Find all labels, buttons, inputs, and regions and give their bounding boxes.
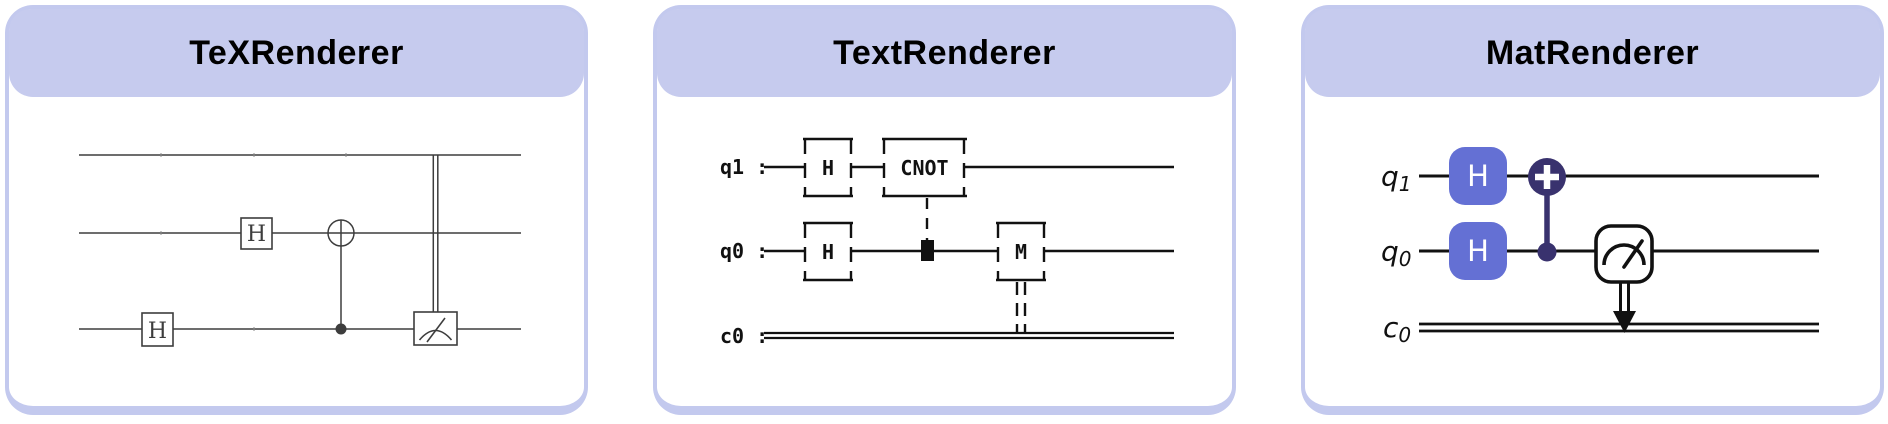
matrenderer-card: MatRenderer H H [1301,5,1884,415]
textrenderer-header: TextRenderer [657,9,1232,97]
tex-h-gate-middle-label: H [247,222,266,247]
text-wire-label-q1: q1 : [720,155,768,179]
texrenderer-title: TeXRenderer [189,33,404,72]
mat-meter-needle-icon [1622,239,1644,269]
matrenderer-title: MatRenderer [1485,33,1700,72]
textrenderer-card: TextRenderer [653,5,1236,415]
textrenderer-title: TextRenderer [833,33,1056,72]
text-control-square [921,240,934,261]
mat-measure-box [1594,224,1654,284]
text-cnot-gate-label: CNOT [900,156,948,180]
mat-h-gate-q0-label: H [1467,234,1489,268]
tex-meter-needle-icon [426,317,446,343]
mat-label-c0-sub: 0 [1398,323,1411,347]
mat-label-c0-base: c [1383,311,1399,344]
text-h-gate-q1-box [803,137,853,198]
tex-h-gate-bottom-box [141,312,174,347]
mat-h-gate-q1-box [1449,147,1507,205]
mat-wire-label-q0: q0 [1381,235,1412,271]
mat-h-gate-q0-box [1449,222,1507,280]
mat-label-q0-sub: 0 [1399,247,1412,271]
mat-label-q0-base: q [1381,235,1399,268]
mat-control-dot [1537,242,1557,262]
texrenderer-header: TeXRenderer [9,9,584,97]
tex-control-dot [335,323,347,335]
mat-measure-arrowhead-icon [1613,311,1636,333]
mat-wire-label-q1: q1 [1381,160,1412,196]
text-h-gate-q0-label: H [822,240,834,264]
matrenderer-header: MatRenderer [1305,9,1880,97]
text-h-gate-q0-box [803,221,853,282]
texrenderer-circuit: H H [79,153,521,347]
mat-h-gate-q1-label: H [1467,159,1489,193]
text-h-gate-q1-label: H [822,156,834,180]
mat-label-q1-sub: 1 [1399,172,1412,196]
mat-wire-label-c0: c0 [1383,311,1411,347]
matrenderer-circuit: H H q1 q0 c0 [1381,147,1819,347]
tex-h-gate-bottom-label: H [148,319,167,344]
mat-label-q1-base: q [1381,160,1399,193]
text-measure-label: M [1015,240,1027,264]
text-wire-label-c0: c0 : [720,324,768,348]
text-cnot-gate-box [882,137,967,198]
texrenderer-card: TeXRenderer [5,5,588,415]
text-wire-label-q0: q0 : [720,239,768,263]
tex-measure-box [413,311,458,346]
mat-meter-arc-icon [1602,243,1646,266]
textrenderer-circuit: q1 : q0 : c0 : H CNOT H M [720,137,1174,348]
tex-h-gate-middle-box [240,217,273,250]
text-measure-box [996,221,1046,282]
